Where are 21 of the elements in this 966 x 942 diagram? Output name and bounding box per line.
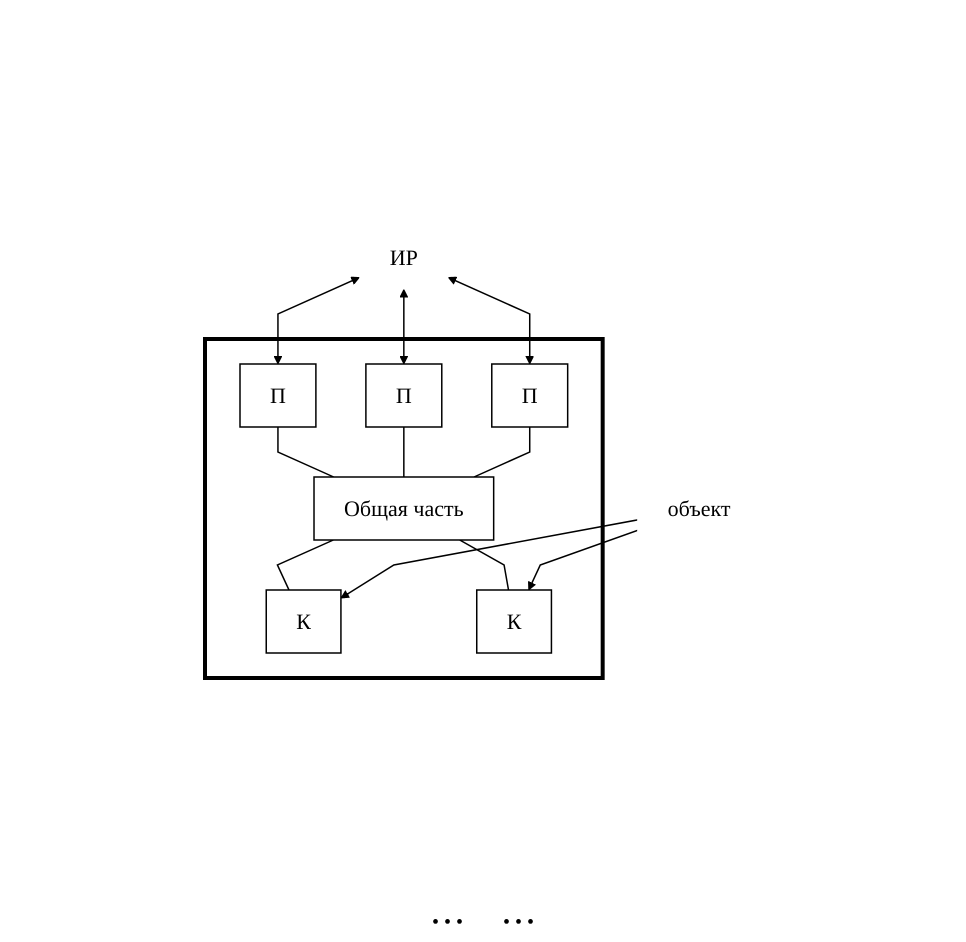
connector <box>403 426 405 476</box>
node-box: П <box>365 362 443 428</box>
ellipsis-dots: • • • <box>503 911 534 934</box>
cluster <box>203 336 605 680</box>
node-text: объект <box>668 496 731 520</box>
arrow <box>528 529 638 590</box>
node-text: ИР <box>390 244 418 270</box>
node-box: Общая часть <box>314 476 495 540</box>
arrow <box>274 276 360 364</box>
node-box: К <box>266 588 342 654</box>
connector <box>460 538 510 590</box>
arrow <box>340 518 638 598</box>
arrow <box>400 288 408 364</box>
node-box: П <box>240 362 317 428</box>
node-box: П <box>491 362 569 428</box>
connector <box>277 426 334 478</box>
connector <box>276 538 334 590</box>
connector <box>474 426 531 478</box>
arrow <box>448 276 534 364</box>
node-box: К <box>476 588 552 654</box>
ellipsis-dots: • • • <box>432 911 463 934</box>
